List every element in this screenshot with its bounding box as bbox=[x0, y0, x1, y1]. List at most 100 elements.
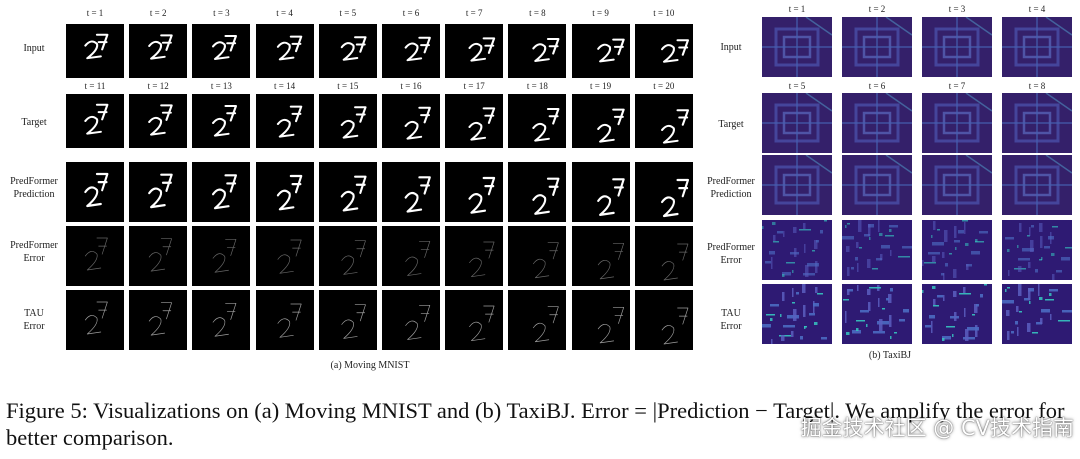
taxibj-row-label: Target bbox=[718, 118, 744, 130]
taxibj-heatmap-frame bbox=[842, 155, 912, 215]
mnist-frame bbox=[571, 290, 630, 350]
taxibj-row-label: TAU Error bbox=[720, 308, 742, 332]
mnist-frame bbox=[318, 226, 377, 286]
taxibj-heatmap-frame bbox=[762, 17, 832, 77]
mnist-frame bbox=[192, 24, 251, 78]
mnist-time-label: t = 2 bbox=[149, 8, 167, 18]
mnist-time-label: t = 10 bbox=[653, 8, 675, 18]
taxibj-time-label: t = 3 bbox=[948, 4, 966, 14]
mnist-frame bbox=[382, 24, 440, 78]
taxibj-time-label: t = 2 bbox=[868, 4, 886, 14]
taxibj-heatmap-frame bbox=[1002, 17, 1072, 77]
taxibj-subcaption: (b) TaxiBJ bbox=[868, 350, 912, 361]
mnist-frame bbox=[445, 226, 504, 286]
mnist-frame bbox=[255, 290, 314, 350]
mnist-frame bbox=[571, 226, 630, 286]
mnist-row-label: Input bbox=[23, 42, 45, 54]
figure-caption: Figure 5: Visualizations on (a) Moving M… bbox=[6, 398, 1065, 450]
mnist-frame bbox=[129, 290, 188, 350]
mnist-frame bbox=[445, 162, 504, 222]
mnist-frame bbox=[129, 162, 188, 222]
mnist-frame bbox=[129, 94, 188, 148]
taxibj-heatmap-frame bbox=[922, 155, 992, 215]
mnist-frame bbox=[445, 290, 504, 350]
taxibj-heatmap-frame bbox=[762, 284, 832, 344]
mnist-frame bbox=[192, 226, 251, 286]
mnist-time-label: t = 4 bbox=[276, 8, 293, 18]
mnist-frame bbox=[571, 94, 630, 148]
mnist-time-label: t = 7 bbox=[465, 8, 483, 18]
taxibj-time-label: t = 4 bbox=[1028, 4, 1046, 14]
taxibj-heatmap-frame bbox=[1002, 93, 1072, 153]
taxibj-row-label: PredFormer Prediction bbox=[707, 176, 755, 200]
mnist-frame bbox=[508, 226, 567, 286]
mnist-frame bbox=[129, 226, 188, 286]
mnist-frame bbox=[571, 24, 630, 78]
mnist-frame bbox=[129, 24, 188, 78]
mnist-time-label: t = 12 bbox=[147, 81, 169, 91]
mnist-frame bbox=[382, 94, 440, 148]
mnist-subcaption: (a) Moving MNIST bbox=[330, 360, 410, 371]
taxibj-heatmap-frame bbox=[842, 93, 912, 153]
mnist-frame bbox=[634, 94, 693, 148]
mnist-frame bbox=[634, 24, 693, 78]
mnist-time-label: t = 6 bbox=[402, 8, 420, 18]
mnist-frame bbox=[66, 226, 124, 286]
mnist-frame bbox=[445, 24, 504, 78]
watermark: 掘金技术社区 @ CV技术指南 bbox=[800, 416, 1074, 440]
mnist-time-label: t = 8 bbox=[529, 8, 546, 18]
taxibj-row-label: PredFormer Error bbox=[707, 242, 755, 266]
taxibj-heatmap-frame bbox=[1002, 220, 1072, 280]
mnist-frame bbox=[255, 94, 314, 148]
mnist-time-label: t = 19 bbox=[590, 81, 612, 91]
mnist-frame bbox=[318, 162, 377, 222]
taxibj-heatmap-frame bbox=[842, 17, 912, 77]
taxibj-time-label: t = 6 bbox=[868, 81, 886, 91]
mnist-frame bbox=[66, 24, 124, 78]
mnist-frame bbox=[508, 162, 567, 222]
taxibj-heatmap-frame bbox=[762, 220, 832, 280]
mnist-frame bbox=[66, 162, 124, 222]
mnist-time-label: t = 15 bbox=[337, 81, 359, 91]
taxibj-heatmap-frame bbox=[1002, 155, 1072, 215]
mnist-time-label: t = 11 bbox=[84, 81, 106, 91]
mnist-frame bbox=[634, 290, 693, 350]
mnist-time-label: t = 20 bbox=[653, 81, 675, 91]
taxibj-time-label: t = 5 bbox=[788, 81, 806, 91]
taxibj-heatmap-frame bbox=[922, 17, 992, 77]
taxibj-heatmap-frame bbox=[842, 220, 912, 280]
mnist-row-label: PredFormer Error bbox=[10, 240, 58, 264]
mnist-frame bbox=[318, 24, 377, 78]
taxibj-heatmap-frame bbox=[922, 284, 992, 344]
mnist-time-label: t = 16 bbox=[400, 81, 422, 91]
mnist-frame bbox=[571, 162, 630, 222]
mnist-frame bbox=[634, 226, 693, 286]
taxibj-heatmap-frame bbox=[762, 155, 832, 215]
taxibj-heatmap-frame bbox=[922, 220, 992, 280]
mnist-frame bbox=[192, 162, 251, 222]
mnist-frame bbox=[192, 94, 251, 148]
taxibj-heatmap-frame bbox=[922, 93, 992, 153]
mnist-frame bbox=[445, 94, 504, 148]
mnist-frame bbox=[318, 94, 377, 148]
mnist-frame bbox=[255, 162, 314, 222]
mnist-time-label: t = 9 bbox=[592, 8, 609, 18]
taxibj-heatmap-frame bbox=[1002, 284, 1072, 344]
mnist-frame bbox=[382, 226, 440, 286]
mnist-frame bbox=[508, 94, 567, 148]
mnist-time-label: t = 1 bbox=[86, 8, 104, 18]
mnist-frame bbox=[66, 94, 124, 148]
mnist-time-label: t = 17 bbox=[463, 81, 485, 91]
mnist-time-label: t = 18 bbox=[526, 81, 548, 91]
mnist-row-label: TAU Error bbox=[23, 308, 45, 332]
taxibj-time-label: t = 1 bbox=[788, 4, 806, 14]
mnist-frame bbox=[192, 290, 251, 350]
mnist-frame bbox=[255, 226, 314, 286]
mnist-frame bbox=[382, 290, 440, 350]
mnist-frame bbox=[508, 290, 567, 350]
mnist-row-label: PredFormer Prediction bbox=[10, 176, 58, 200]
mnist-time-label: t = 3 bbox=[213, 8, 230, 18]
taxibj-heatmap-frame bbox=[762, 93, 832, 153]
